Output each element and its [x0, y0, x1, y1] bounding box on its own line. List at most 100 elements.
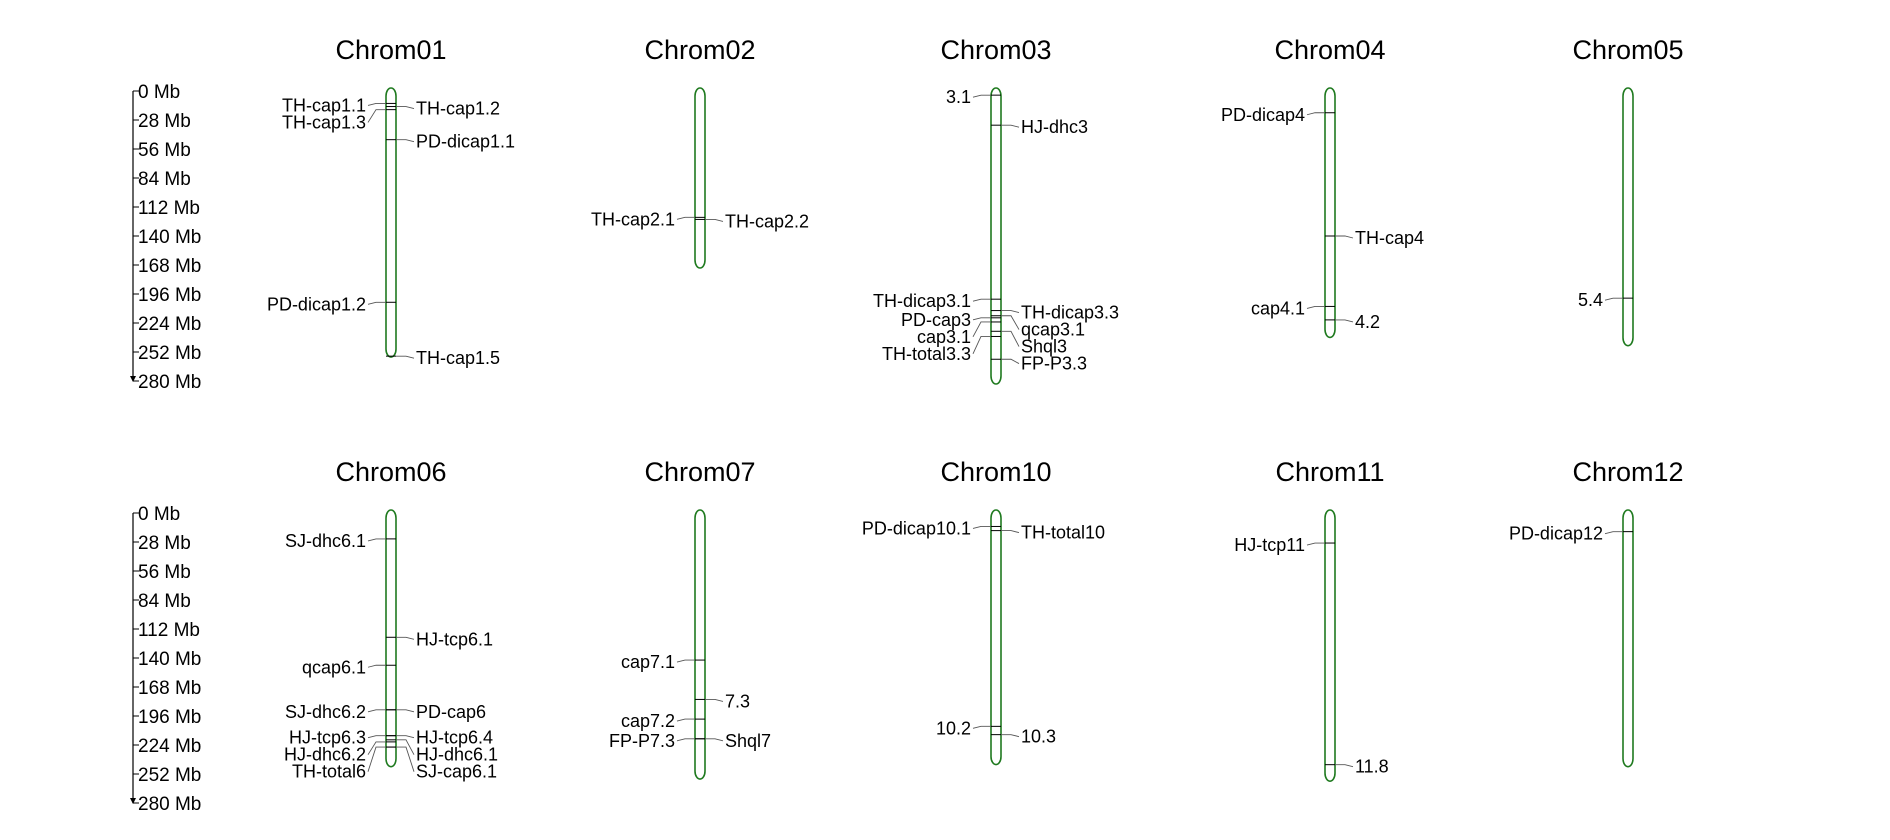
qtl-leader-line	[396, 139, 415, 143]
qtl-marker: HJ-dhc6.1	[386, 739, 498, 765]
qtl-label: SJ-dhc6.1	[285, 531, 366, 551]
qtl-leader-line	[972, 94, 991, 98]
qtl-label: HJ-tcp6.1	[416, 629, 493, 649]
qtl-label: FP-P3.3	[1021, 354, 1087, 374]
chromosome-title: Chrom04	[1274, 35, 1385, 65]
qtl-marker: HJ-tcp6.1	[386, 629, 493, 649]
scale-tick-label: 84 Mb	[138, 591, 191, 612]
qtl-marker: 10.2	[936, 718, 1001, 738]
qtl-leader-line	[1335, 764, 1354, 768]
qtl-leader-line	[367, 735, 386, 739]
qtl-label: 7.3	[725, 691, 750, 711]
scale-tick-label: 112 Mb	[138, 198, 200, 219]
qtl-marker: PD-dicap12	[1509, 524, 1633, 544]
qtl-marker: cap4.1	[1251, 298, 1335, 318]
qtl-marker: HJ-tcp6.4	[386, 728, 493, 748]
scale-tick-label: 168 Mb	[138, 256, 201, 277]
qtl-marker: 11.8	[1325, 757, 1389, 777]
qtl-leader-line	[1306, 112, 1325, 116]
scale-tick-label: 56 Mb	[138, 562, 191, 583]
qtl-marker: cap7.2	[621, 711, 705, 731]
scale-tick-label: 196 Mb	[138, 707, 201, 728]
chromosome-title: Chrom07	[644, 457, 755, 487]
qtl-label: TH-total3.3	[882, 344, 971, 364]
qtl-marker: 4.2	[1325, 312, 1380, 332]
qtl-leader-line	[972, 725, 991, 729]
chromosome-title: Chrom06	[335, 457, 446, 487]
qtl-marker: HJ-dhc6.2	[284, 741, 396, 765]
qtl-marker: TH-cap4	[1325, 228, 1424, 248]
chromosome-body	[385, 87, 397, 358]
qtl-label: TH-cap1.1	[282, 95, 366, 115]
qtl-leader-line	[396, 709, 415, 713]
qtl-marker: cap3.1	[917, 321, 1001, 347]
qtl-label: cap4.1	[1251, 298, 1305, 318]
qtl-leader-line	[396, 355, 415, 359]
chromosome-body	[385, 509, 397, 768]
qtl-leader-line	[396, 739, 415, 755]
qtl-marker: TH-cap1.2	[386, 99, 500, 119]
qtl-leader-line	[972, 317, 991, 321]
qtl-leader-line	[705, 698, 724, 702]
qtl-marker: 5.4	[1578, 290, 1633, 310]
scale-tick-label: 28 Mb	[138, 533, 191, 554]
scale-tick-label: 84 Mb	[138, 169, 191, 190]
qtl-leader-line	[1001, 530, 1020, 534]
qtl-leader-line	[1001, 734, 1020, 738]
chromosome-title: Chrom11	[1275, 457, 1384, 487]
chromosome-title: Chrom10	[940, 457, 1051, 487]
qtl-marker: Shql7	[695, 731, 771, 751]
qtl-label: HJ-tcp6.4	[416, 728, 493, 748]
qtl-label: PD-cap6	[416, 702, 486, 722]
qtl-leader-line	[676, 216, 695, 220]
scale-tick-label: 280 Mb	[138, 372, 201, 393]
scale-tick-label: 224 Mb	[138, 736, 201, 757]
chromosome-body	[1324, 87, 1336, 339]
scale-tick-label: 28 Mb	[138, 111, 191, 132]
qtl-leader-line	[972, 336, 991, 355]
qtl-marker: 7.3	[695, 691, 750, 711]
qtl-leader-line	[705, 738, 724, 742]
qtl-marker: FP-P3.3	[991, 354, 1087, 374]
qtl-marker: qcap6.1	[302, 657, 396, 677]
qtl-label: Shql7	[725, 731, 771, 751]
chromosome-body	[1324, 509, 1336, 782]
qtl-leader-line	[396, 106, 415, 109]
qtl-marker: TH-total3.3	[882, 335, 1001, 364]
qtl-leader-line	[367, 741, 386, 755]
chromosome-body	[1622, 509, 1634, 768]
qtl-marker: TH-cap2.1	[591, 209, 705, 229]
qtl-leader-line	[972, 321, 991, 338]
qtl-leader-line	[367, 538, 386, 542]
qtl-leader-line	[705, 218, 724, 222]
qtl-label: PD-dicap1.1	[416, 132, 515, 152]
scale-tick-label: 168 Mb	[138, 678, 201, 699]
qtl-marker: PD-cap6	[386, 702, 486, 722]
qtl-leader-line	[1306, 542, 1325, 546]
qtl-label: 5.4	[1578, 290, 1603, 310]
scale-tick-label: 56 Mb	[138, 140, 191, 161]
qtl-marker: TH-dicap3.1	[873, 291, 1001, 311]
scale-arrow	[130, 798, 136, 804]
qtl-leader-line	[396, 735, 415, 739]
qtl-label: PD-dicap4	[1221, 105, 1305, 125]
qtl-leader-line	[1001, 124, 1020, 128]
chromosome-title: Chrom01	[335, 35, 446, 65]
qtl-label: 4.2	[1355, 312, 1380, 332]
qtl-label: TH-cap2.2	[725, 211, 809, 231]
qtl-marker: TH-dicap3.3	[991, 303, 1119, 323]
qtl-leader-line	[1604, 297, 1623, 301]
qtl-leader-line	[367, 664, 386, 668]
qtl-label: 10.2	[936, 718, 971, 738]
qtl-label: TH-cap1.5	[416, 348, 500, 368]
qtl-marker: PD-dicap1.1	[386, 132, 515, 152]
qtl-label: FP-P7.3	[609, 731, 675, 751]
